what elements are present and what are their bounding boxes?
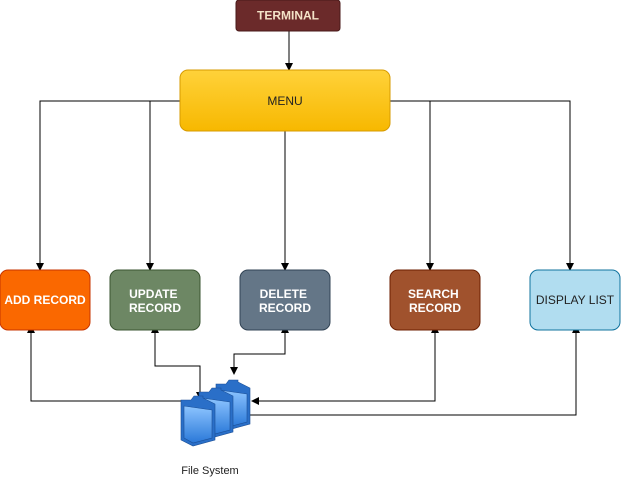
edge-search-record-file-system	[251, 325, 439, 405]
update-record-node: UPDATE RECORD	[109, 269, 201, 331]
search-record-node: SEARCH RECORD	[389, 269, 481, 331]
menu-node: MENU	[179, 69, 391, 132]
search-record-label: SEARCH RECORD	[408, 287, 462, 315]
add-record-label: ADD RECORD	[4, 293, 86, 307]
menu-label: MENU	[267, 94, 302, 108]
edge-display-list-file-system	[238, 325, 580, 416]
edge-add-record-file-system	[27, 325, 201, 405]
delete-record-node: DELETE RECORD	[239, 269, 331, 331]
edges	[27, 31, 580, 416]
display-list-label: DISPLAY LIST	[536, 293, 615, 307]
file-system-label: File System	[181, 465, 238, 477]
edge-update-record-file-system	[151, 325, 204, 400]
folder-stack-icon	[180, 379, 251, 447]
edge-menu-to-add-record	[36, 100, 180, 271]
terminal-label: TERMINAL	[257, 9, 319, 23]
display-list-node: DISPLAY LIST	[529, 269, 621, 331]
edge-delete-record-file-system	[230, 325, 289, 375]
add-record-node: ADD RECORD	[0, 269, 91, 331]
update-record-label: UPDATE RECORD	[129, 287, 181, 315]
terminal-node: TERMINAL	[235, 0, 341, 32]
delete-record-label: DELETE RECORD	[259, 287, 311, 315]
edge-menu-to-display-list	[390, 100, 574, 271]
